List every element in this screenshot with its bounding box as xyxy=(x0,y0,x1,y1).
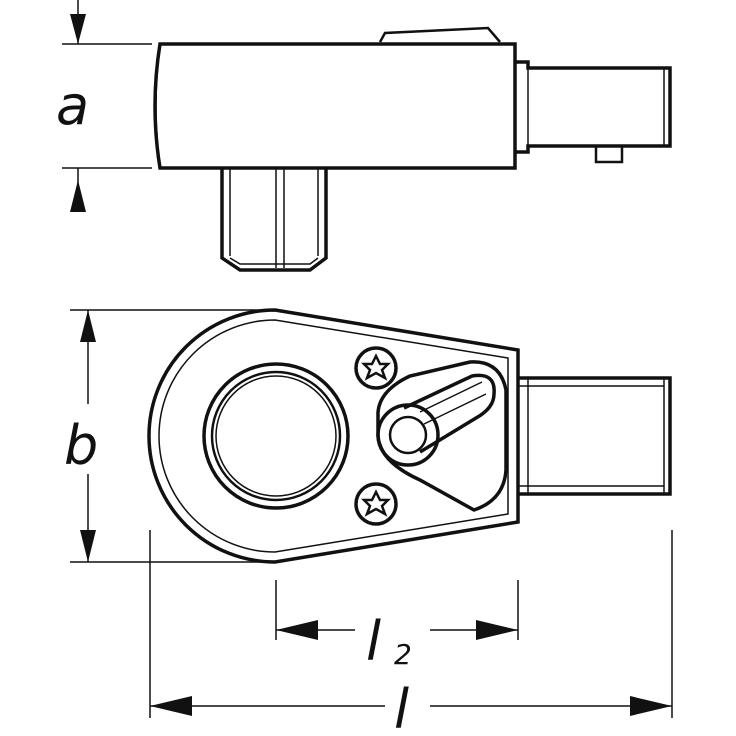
dimension-a: a xyxy=(56,0,152,212)
side-view xyxy=(153,26,672,272)
dimension-b-label: b xyxy=(64,414,98,477)
dimension-a-arrow-bottom xyxy=(70,180,86,212)
plan-view-tenon xyxy=(518,376,672,496)
dimension-l-label: l xyxy=(394,678,409,736)
side-view-tenon xyxy=(515,60,672,154)
plan-view-head-outline xyxy=(147,308,520,564)
torx-screw-bottom xyxy=(354,482,398,526)
dimension-b: b xyxy=(64,309,275,563)
dimension-l-arrow-right xyxy=(630,696,672,716)
dimension-l2: l 2 xyxy=(275,580,519,673)
side-view-spring-pin xyxy=(594,144,624,164)
reversing-lever-plate xyxy=(376,360,508,512)
dimension-a-label: a xyxy=(56,74,89,137)
reversing-lever-handle xyxy=(403,373,496,454)
reversing-lever-hub xyxy=(376,403,440,467)
dimension-l2-arrow-left xyxy=(276,620,318,640)
side-view-hex-drive xyxy=(220,168,328,272)
dimension-b-arrow-bottom xyxy=(80,530,96,562)
dimension-l2-subscript: 2 xyxy=(394,638,412,671)
dimension-l2-arrow-right xyxy=(476,620,518,640)
dimension-l2-label: l xyxy=(366,610,381,673)
dimension-l: l xyxy=(149,530,673,736)
plan-view xyxy=(147,308,672,564)
dimension-b-arrow-top xyxy=(80,310,96,342)
side-view-body xyxy=(153,42,517,170)
dimension-l-arrow-left xyxy=(150,696,192,716)
dimension-a-arrow-top xyxy=(70,14,86,44)
plan-view-drive-bore xyxy=(202,362,350,510)
side-view-lever-tab xyxy=(378,26,501,43)
torx-screw-top xyxy=(354,346,398,390)
